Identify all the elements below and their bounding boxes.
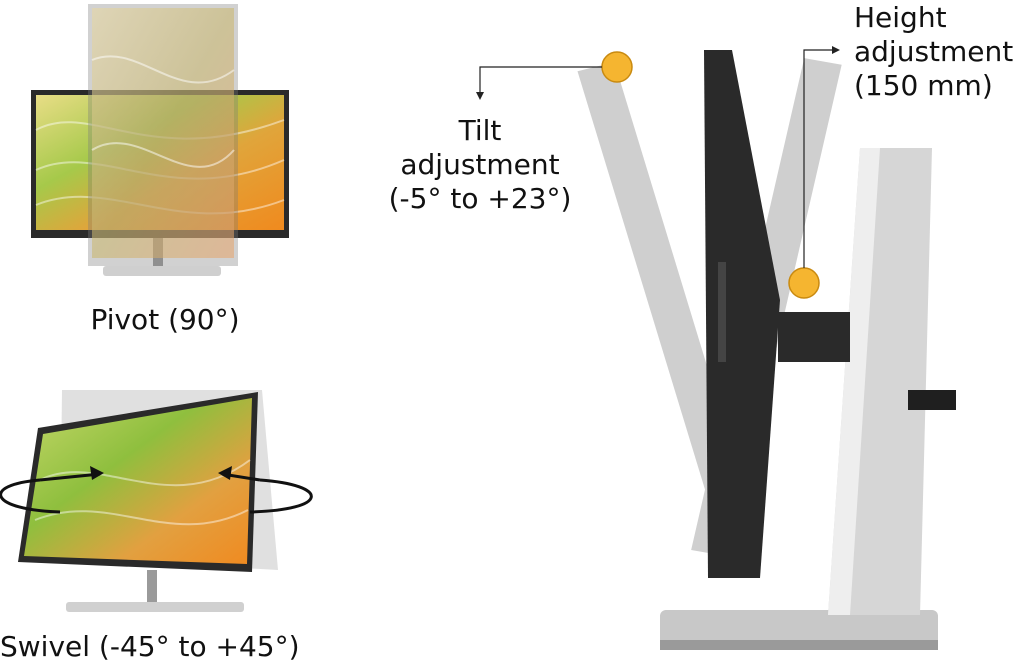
swivel-panel: Swivel (-45° to +45°) <box>0 380 330 670</box>
tilt-label-line3: (-5° to +23°) <box>388 182 572 215</box>
height-label-line1: Height <box>854 1 947 34</box>
tilt-label-line2: adjustment <box>400 148 560 181</box>
height-marker-icon <box>788 267 820 299</box>
swivel-monitor-illustration <box>0 390 313 612</box>
pivot-monitor-illustration <box>31 4 289 276</box>
swivel-label: Swivel (-45° to +45°) <box>0 630 300 663</box>
tilt-label-line1: Tilt <box>458 114 502 147</box>
swivel-arrow-icon <box>0 466 313 514</box>
height-label-line2: adjustment <box>854 35 1014 68</box>
height-label: Height adjustment (150 mm) <box>854 1 1013 103</box>
height-label-line3: (150 mm) <box>854 69 993 102</box>
side-view-panel: Tilt adjustment (-5° to +23°) Height adj… <box>380 0 1024 670</box>
tilt-label: Tilt adjustment (-5° to +23°) <box>380 114 580 216</box>
pivot-label: Pivot (90°) <box>90 303 240 336</box>
side-view-illustration <box>476 46 956 650</box>
pivot-panel: Pivot (90°) <box>0 0 300 340</box>
tilt-marker-icon <box>601 51 633 83</box>
